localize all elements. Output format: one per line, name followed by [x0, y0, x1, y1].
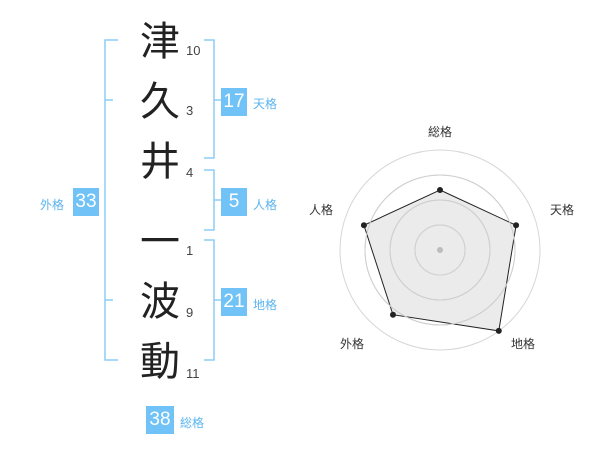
stroke-count-3: 4 [186, 165, 194, 180]
name-char-2: 久 [140, 79, 180, 125]
tenkaku-label: 天格 [253, 97, 278, 111]
radar-point-2 [513, 222, 520, 229]
gaikaku-label: 外格 [40, 198, 65, 212]
name-char-6: 動 [140, 339, 180, 385]
radar-ring-inner [389, 199, 491, 301]
stroke-count-2: 3 [186, 103, 194, 118]
tenkaku-bracket [204, 39, 221, 159]
radar-point-3 [495, 327, 502, 334]
name-char-4: 一 [140, 219, 180, 265]
tenkaku-value: 17 [221, 88, 247, 116]
stroke-count-5: 9 [186, 305, 194, 320]
radar-series-polygon [363, 189, 517, 332]
soukaku-label: 総格 [180, 416, 205, 430]
chikaku-label: 地格 [253, 298, 278, 312]
stroke-count-6: 11 [186, 366, 200, 381]
radar-axis-label-jinkaku: 人格 [309, 203, 334, 217]
stroke-count-4: 1 [186, 243, 194, 258]
radar-point-1 [437, 187, 443, 193]
stroke-count-1: 10 [186, 43, 201, 58]
radar-axis-label-tenkaku: 天格 [550, 203, 575, 217]
jinkaku-label: 人格 [253, 198, 278, 212]
radar-axis-label-soukaku: 総格 [428, 125, 453, 139]
chikaku-bracket [204, 239, 221, 361]
radar-point-5 [360, 222, 367, 229]
radar-axis-label-chikaku: 地格 [511, 337, 536, 351]
radar-point-4 [389, 311, 396, 318]
name-char-1: 津 [140, 19, 180, 65]
radar-ring-inner [414, 224, 466, 276]
radar-center-dot [437, 247, 443, 253]
soukaku-value: 38 [146, 406, 174, 434]
name-char-3: 井 [140, 139, 180, 185]
gaikaku-value: 33 [73, 188, 99, 216]
chikaku-value: 21 [221, 288, 247, 316]
gaikaku-bracket [104, 39, 118, 361]
jinkaku-value: 5 [221, 188, 247, 216]
radar-axis-label-gaikaku: 外格 [340, 337, 365, 351]
jinkaku-bracket [204, 169, 221, 231]
radar-ring-inner [364, 174, 516, 326]
name-char-5: 波 [140, 279, 180, 325]
